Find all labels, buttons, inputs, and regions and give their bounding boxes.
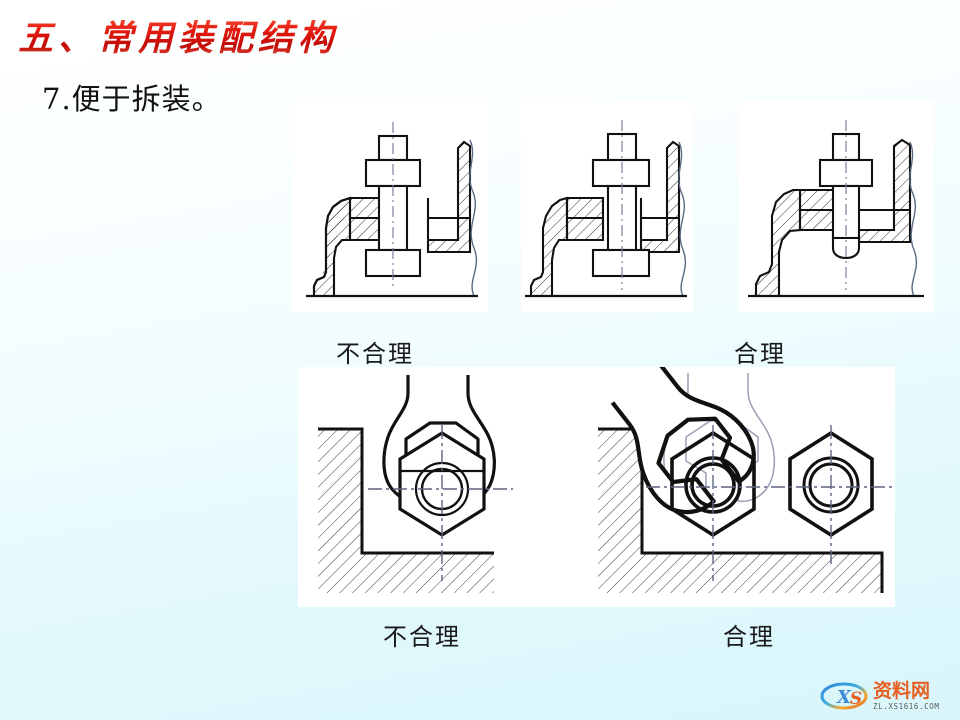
watermark-site-name: 资料网 bbox=[873, 679, 931, 702]
caption-bottom-reasonable: 合理 bbox=[723, 623, 775, 651]
caption-bottom-unreasonable: 不合理 bbox=[383, 623, 461, 651]
watermark-url: ZL.XS1616.COM bbox=[873, 701, 940, 711]
wrench-reasonable-group bbox=[598, 367, 895, 593]
xs-logo-icon: X S bbox=[820, 682, 868, 710]
figure-wrench-clearance bbox=[298, 367, 895, 607]
caption-top-reasonable: 合理 bbox=[734, 340, 786, 368]
site-watermark: X S 资料网 ZL.XS1616.COM bbox=[818, 676, 954, 716]
page-title: 五、常用装配结构 bbox=[18, 10, 338, 61]
figure-bolted-flange-unreasonable-2 bbox=[521, 100, 693, 312]
wrench-unreasonable-group bbox=[318, 375, 513, 593]
figure-bolted-flange-reasonable bbox=[738, 100, 934, 312]
bullet-item-7: 7.便于拆装。 bbox=[42, 82, 222, 116]
svg-text:S: S bbox=[850, 689, 862, 709]
svg-text:X: X bbox=[836, 687, 852, 708]
caption-top-unreasonable: 不合理 bbox=[336, 340, 414, 368]
figure-bolted-flange-unreasonable-1 bbox=[292, 100, 488, 312]
